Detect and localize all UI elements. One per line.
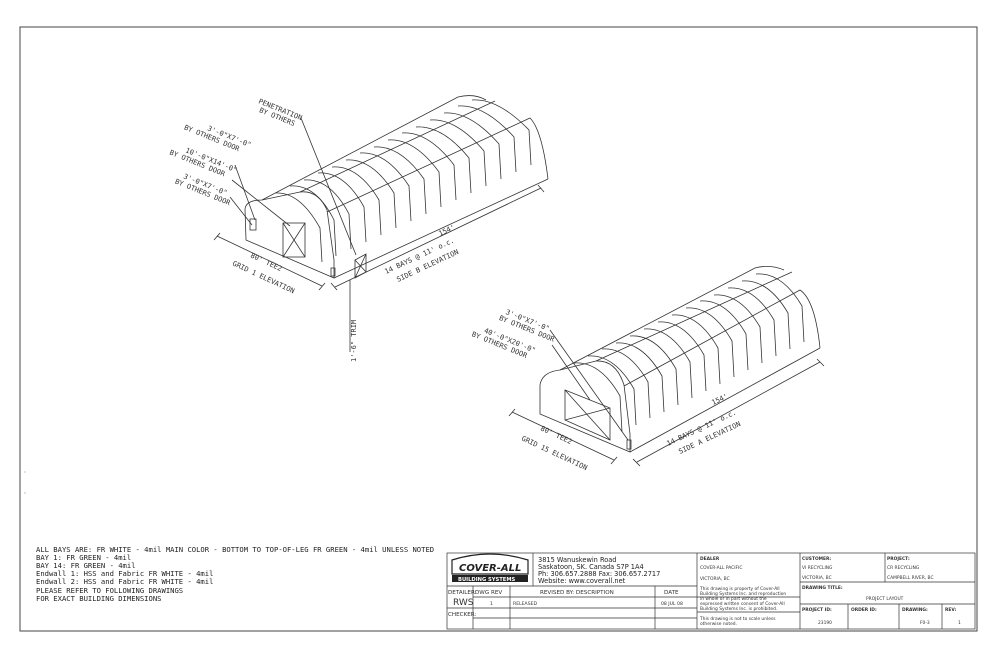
project-line-2: CAMPBELL RIVER, BC [887, 575, 934, 581]
b2-grid-elev: GRID 15 ELEVATION [520, 435, 588, 473]
checker-label: CHECKER: [448, 612, 476, 618]
project-label: PROJECT: [887, 556, 910, 562]
customer-line-2: VICTORIA, BC [802, 575, 832, 581]
address-line-2: Saskatoon, SK. Canada S7P 1A4 [538, 563, 644, 571]
logo-name: COVER-ALL [459, 563, 521, 574]
scale-note-2: otherwise noted. [700, 621, 737, 627]
address-line-1: 3815 Wanuskewin Road [538, 556, 617, 564]
note-line-1: ALL BAYS ARE: FR WHITE - 4mil MAIN COLOR… [36, 545, 435, 555]
rev-number: 1 [490, 601, 493, 607]
dealer-line-2: VICTORIA, BC [700, 576, 730, 582]
property-line-5: Building Systems Inc. is prohibited. [700, 606, 777, 612]
rev-date: 08 JUL 08 [661, 601, 683, 607]
project-id: 23190 [818, 620, 832, 626]
sheet-border [19, 26, 978, 632]
note-line-7: FOR EXACT BUILDING DIMENSIONS [36, 593, 162, 603]
rev-label: REV: [945, 607, 957, 613]
rev-value: 1 [958, 620, 961, 626]
date-label: DATE [664, 590, 679, 596]
rev-description: RELEASED [513, 601, 538, 607]
address-line-4: Website: www.coverall.net [538, 577, 626, 585]
property-line-3: in whole or in part without the [700, 596, 767, 602]
b2-width: 80' TEE2 [539, 425, 573, 447]
building-2-drawing [508, 266, 825, 467]
general-notes: ALL BAYS ARE: FR WHITE - 4mil MAIN COLOR… [36, 538, 434, 611]
title-block [446, 552, 976, 630]
note-line-6: PLEASE REFER TO FOLLOWING DRAWINGS [36, 585, 184, 595]
logo-sub: BUILDING SYSTEMS [458, 577, 516, 583]
order-id-label: ORDER ID: [851, 607, 877, 613]
dealer-label: DEALER [700, 556, 720, 562]
revision-table: DETAILER: RWS CHECKER: DWG REV REVISED B… [448, 590, 683, 618]
project-line-1: CR RECYCLING [887, 565, 920, 571]
customer-line-1: VI RECYCLING [802, 565, 833, 571]
property-line-1: This drawing is property of Cover-All [699, 586, 780, 592]
building-2-labels: 3'-0"X7'-0"BY OTHERS DOOR 40'-0"X20'-0"B… [471, 308, 742, 473]
dealer-line-1: COVER-ALL PACIFIC [700, 565, 742, 571]
note-line-2: BAY 1: FR GREEN - 4mil [36, 553, 132, 563]
note-line-4: Endwall 1: HSS and Fabric FR WHITE - 4mi… [36, 569, 214, 579]
b2-length: 154' [710, 392, 729, 406]
note-line-5: Endwall 2: HSS and Fabric FR WHITE - 4mi… [36, 577, 214, 587]
detailer-label: DETAILER: [448, 590, 477, 596]
building-1-drawing [213, 95, 549, 352]
svg-text:PENETRATIONBY OTHERS: PENETRATIONBY OTHERS [254, 97, 303, 129]
cover-all-logo: COVER-ALL BUILDING SYSTEMS [451, 553, 529, 583]
drawing-label: DRAWING: [902, 607, 928, 613]
drawing-title-label: DRAWING TITLE: [802, 585, 843, 591]
customer-block: CUSTOMER: VI RECYCLING VICTORIA, BC PROJ… [802, 556, 961, 626]
svg-text:3'-0"X7'-0"BY OTHERS DOOR: 3'-0"X7'-0"BY OTHERS DOOR [174, 170, 235, 207]
b1-trim: 1'-6" TRIM [350, 320, 358, 362]
project-id-label: PROJECT ID: [802, 607, 832, 613]
drawing-title: PROJECT LAYOUT [866, 596, 904, 602]
dwg-rev-label: DWG REV [475, 590, 502, 596]
revised-label: REVISED BY: DESCRIPTION [540, 590, 614, 596]
scale-note-1: This drawing is not to scale unless [699, 616, 776, 622]
customer-label: CUSTOMER: [802, 556, 831, 562]
note-line-3: BAY 14: FR GREEN - 4mil [36, 561, 136, 571]
property-line-2: Building Systems Inc. and reproduction [700, 591, 786, 597]
detailer-value: RWS [453, 598, 474, 608]
b1-length: 154' [437, 223, 456, 237]
drawing-number: F0-3 [920, 620, 930, 626]
company-address: 3815 Wanuskewin Road Saskatoon, SK. Cana… [538, 556, 660, 585]
building-1-labels: PENETRATIONBY OTHERS 3'-0"X7'-0"BY OTHER… [168, 97, 460, 362]
margin-marks [24, 471, 26, 494]
address-line-3: Ph: 306.657.2888 Fax: 306.657.2717 [538, 570, 660, 578]
property-line-4: expressed written consent of Cover-All [700, 601, 785, 607]
dealer-block: DEALER COVER-ALL PACIFIC VICTORIA, BC Th… [699, 556, 786, 627]
